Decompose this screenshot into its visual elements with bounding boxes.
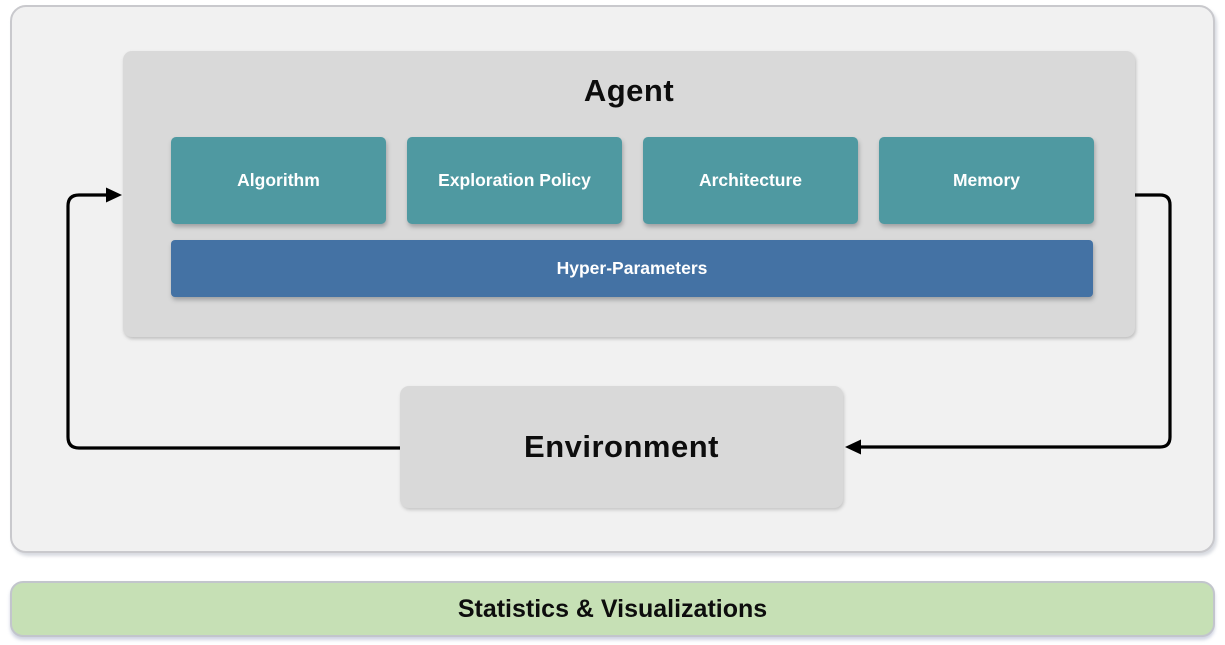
- hyper-parameters-bar: Hyper-Parameters: [171, 240, 1093, 297]
- hyper-parameters-label: Hyper-Parameters: [556, 258, 708, 278]
- agent-module-architecture: Architecture: [643, 137, 858, 224]
- agent-box: Agent Algorithm Exploration Policy Archi…: [123, 51, 1135, 337]
- agent-modules-row: Algorithm Exploration Policy Architectur…: [171, 137, 1094, 224]
- agent-module-memory: Memory: [879, 137, 1094, 224]
- agent-title: Agent: [583, 73, 675, 108]
- module-label: Exploration Policy: [438, 170, 591, 190]
- agent-module-exploration-policy: Exploration Policy: [407, 137, 622, 224]
- module-label: Memory: [952, 170, 1021, 190]
- statistics-label: Statistics & Visualizations: [457, 594, 768, 623]
- agent-module-algorithm: Algorithm: [171, 137, 386, 224]
- module-label: Algorithm: [237, 170, 320, 190]
- environment-box: Environment: [400, 386, 843, 508]
- environment-title: Environment: [524, 429, 719, 464]
- module-label: Architecture: [698, 170, 803, 190]
- statistics-bar: Statistics & Visualizations: [10, 581, 1215, 637]
